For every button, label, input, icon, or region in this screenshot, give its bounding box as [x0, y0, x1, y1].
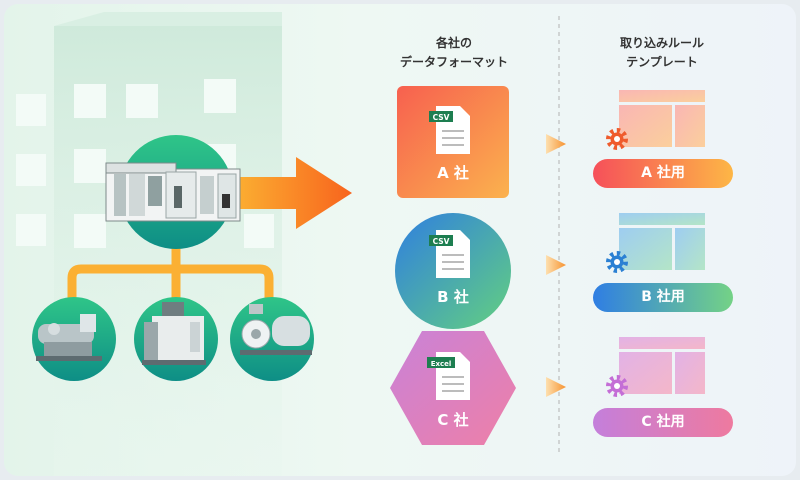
- company-b-label: B 社: [437, 288, 469, 306]
- file-badge-a: CSV: [433, 113, 450, 122]
- file-badge-b: CSV: [433, 237, 450, 246]
- building-illustration: [16, 12, 282, 476]
- gear-icon: [606, 375, 628, 397]
- right-arrow-icon: [234, 157, 352, 229]
- gear-icon: [606, 251, 628, 273]
- template-c-pill: C 社用: [593, 408, 733, 437]
- diagram-canvas: CSV CSV Excel 各社の データフォーマット 取り込みルール: [4, 4, 796, 476]
- formats-header-line1: 各社の: [435, 36, 472, 50]
- template-c-illustration: [619, 337, 705, 394]
- right-arrow-icon: [546, 134, 566, 154]
- formats-column-header: 各社の データフォーマット: [369, 34, 539, 72]
- formats-header-line2: データフォーマット: [399, 55, 508, 69]
- template-b-illustration: [619, 213, 705, 270]
- document-icon: [427, 352, 470, 400]
- pump-node: [230, 297, 314, 381]
- company-a-label: A 社: [437, 164, 469, 182]
- right-arrow-icon: [546, 377, 566, 397]
- rules-header-line1: 取り込みルール: [619, 36, 704, 50]
- template-b-pill: B 社用: [593, 283, 733, 312]
- gear-icon: [606, 128, 628, 150]
- template-a-illustration: [619, 90, 705, 147]
- rules-header-line2: テンプレート: [626, 55, 698, 69]
- document-icon: [429, 106, 470, 154]
- rules-column-header: 取り込みルール テンプレート: [577, 34, 747, 72]
- document-icon: [429, 230, 470, 278]
- file-badge-c: Excel: [431, 360, 452, 368]
- template-a-pill: A 社用: [593, 159, 733, 188]
- chiller-node: [32, 297, 116, 381]
- controller-node: [105, 135, 241, 249]
- company-c-label: C 社: [437, 411, 469, 429]
- right-arrow-icon: [546, 255, 566, 275]
- cooling-unit-node: [134, 297, 218, 381]
- diagram-graphics: CSV CSV Excel: [16, 12, 705, 476]
